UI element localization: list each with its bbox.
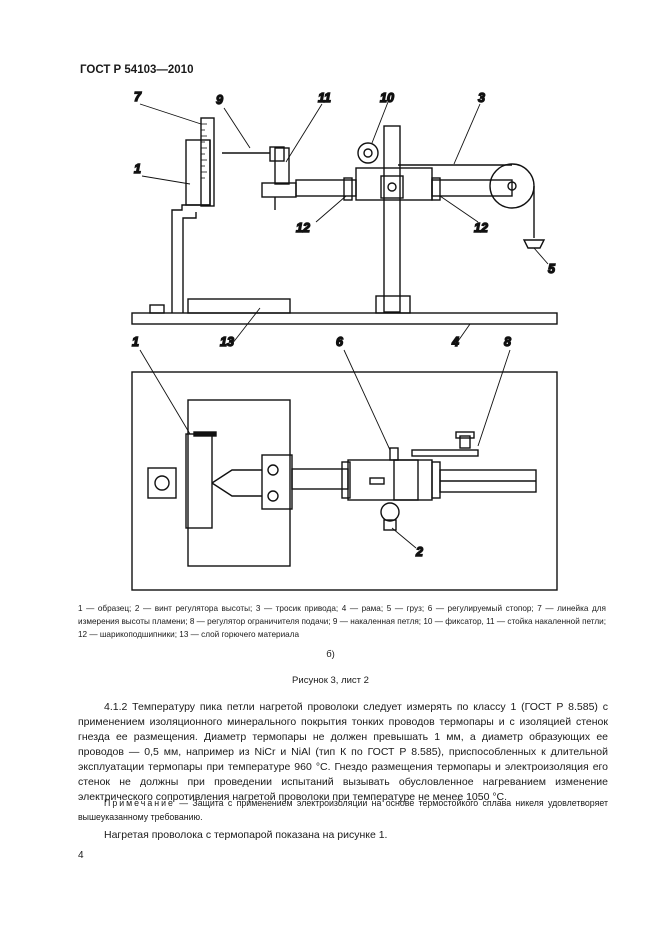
- legend-item: 13 — слой горючего материала: [179, 630, 300, 639]
- document-header: ГОСТ Р 54103—2010: [80, 64, 194, 76]
- legend-item: 11 — стойка накаленной петли;: [486, 617, 606, 626]
- weight: [522, 239, 546, 249]
- callout-6: 6: [336, 335, 344, 349]
- figure-sublabel: б): [326, 649, 335, 660]
- note-text: — Защита с применением электроизоляции н…: [78, 798, 608, 822]
- callout-12-left: 12: [296, 221, 310, 235]
- callout-9: 9: [216, 93, 223, 107]
- frame-base-plate: [131, 312, 558, 325]
- paragraph-4-1-2: 4.1.2 Температуру пика петли нагретой пр…: [78, 701, 608, 803]
- callout-4: 4: [451, 335, 459, 349]
- callout-12-right: 12: [474, 221, 488, 235]
- legend-item: 8 — регулятор ограничителя подачи;: [189, 617, 331, 626]
- callout-1-top: 1: [134, 162, 141, 176]
- technical-drawing: 7 9 11 10 3 1 12 12 5 13 4 1 6 8 2: [131, 89, 558, 591]
- legend-item: 4 — рама;: [341, 604, 384, 613]
- callout-11: 11: [318, 91, 331, 105]
- callout-10: 10: [380, 91, 394, 105]
- carriage-arm: [295, 179, 357, 197]
- frame-plan: [131, 371, 558, 591]
- callout-5: 5: [548, 262, 556, 276]
- column: [383, 125, 401, 313]
- legend-item: 6 — регулируемый стопор;: [427, 604, 534, 613]
- legend-item: 9 — накаленная петля;: [332, 617, 422, 626]
- legend-item: 1 — образец;: [78, 604, 132, 613]
- glow-wire-post: [274, 147, 290, 185]
- callout-2: 2: [415, 545, 423, 559]
- note-label: Примечание: [104, 798, 175, 808]
- combustible-layer: [187, 298, 291, 314]
- fixator: [357, 142, 379, 164]
- specimen: [185, 139, 211, 206]
- figure-legend: 1 — образец; 2 — винт регулятора высоты;…: [78, 602, 606, 641]
- callout-8: 8: [504, 335, 511, 349]
- legend-item: 12 — шарикоподшипники;: [78, 630, 178, 639]
- note: Примечание — Защита с применением электр…: [78, 797, 608, 824]
- callout-7: 7: [134, 90, 142, 104]
- figure-caption: Рисунок 3, лист 2: [292, 675, 369, 686]
- callout-13: 13: [220, 335, 234, 349]
- legend-item: 10 — фиксатор,: [423, 617, 484, 626]
- paragraph-figure-reference: Нагретая проволока с термопарой показана…: [104, 829, 388, 841]
- legend-item: 5 — груз;: [386, 604, 425, 613]
- specimen-plan: [185, 433, 213, 529]
- legend-item: 7 — линейка для измерения высоты пламени…: [78, 604, 606, 626]
- legend-item: 3 — тросик привода;: [255, 604, 339, 613]
- callout-1-bottom: 1: [132, 335, 139, 349]
- page-number: 4: [78, 850, 84, 861]
- flame-height-ruler: [200, 117, 215, 207]
- callout-3: 3: [478, 91, 485, 105]
- legend-item: 2 — винт регулятора высоты;: [134, 604, 253, 613]
